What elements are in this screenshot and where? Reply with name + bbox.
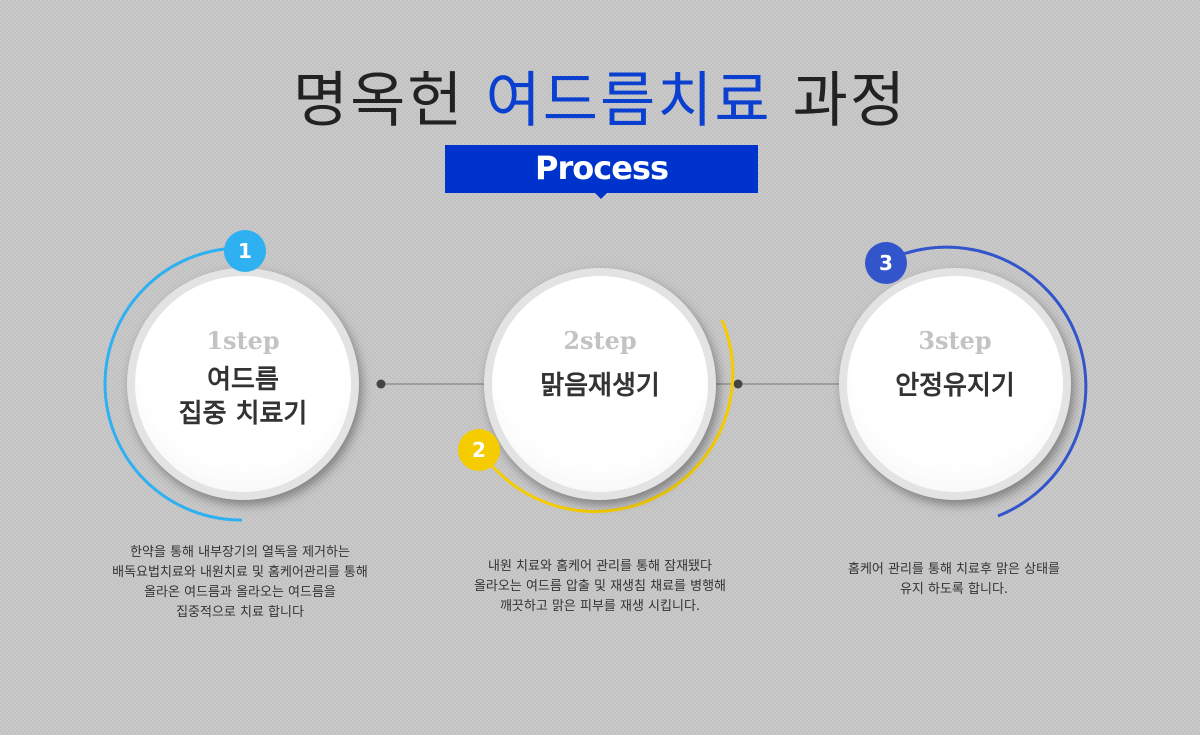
step-number-badge-2: 2 xyxy=(458,429,500,471)
step-label: 1step xyxy=(206,326,280,355)
progress-arc-1 xyxy=(103,246,243,522)
step-number-badge-1: 1 xyxy=(224,230,266,272)
step-label: 3step xyxy=(918,326,992,355)
title-part2: 과정 xyxy=(792,66,908,136)
progress-arc-3 xyxy=(894,245,1088,518)
process-banner: Process xyxy=(445,145,758,199)
step-label: 2step xyxy=(563,326,637,355)
title-part1: 명옥헌 xyxy=(292,66,465,136)
step-name: 안정유지기 xyxy=(895,371,1015,401)
step-2-circle: 2step 맑음재생기 xyxy=(484,268,716,500)
step-3-circle: 3step 안정유지기 xyxy=(839,268,1071,500)
connector-dot-2 xyxy=(733,379,743,389)
title-highlight: 여드름치료 xyxy=(485,66,772,136)
step-name: 맑음재생기 xyxy=(540,371,660,401)
progress-arc-2 xyxy=(476,319,735,513)
page-title: 명옥헌 여드름치료 과정 xyxy=(0,52,1200,139)
step-number-badge-3: 3 xyxy=(865,242,907,284)
connector-dot-1 xyxy=(376,379,386,389)
